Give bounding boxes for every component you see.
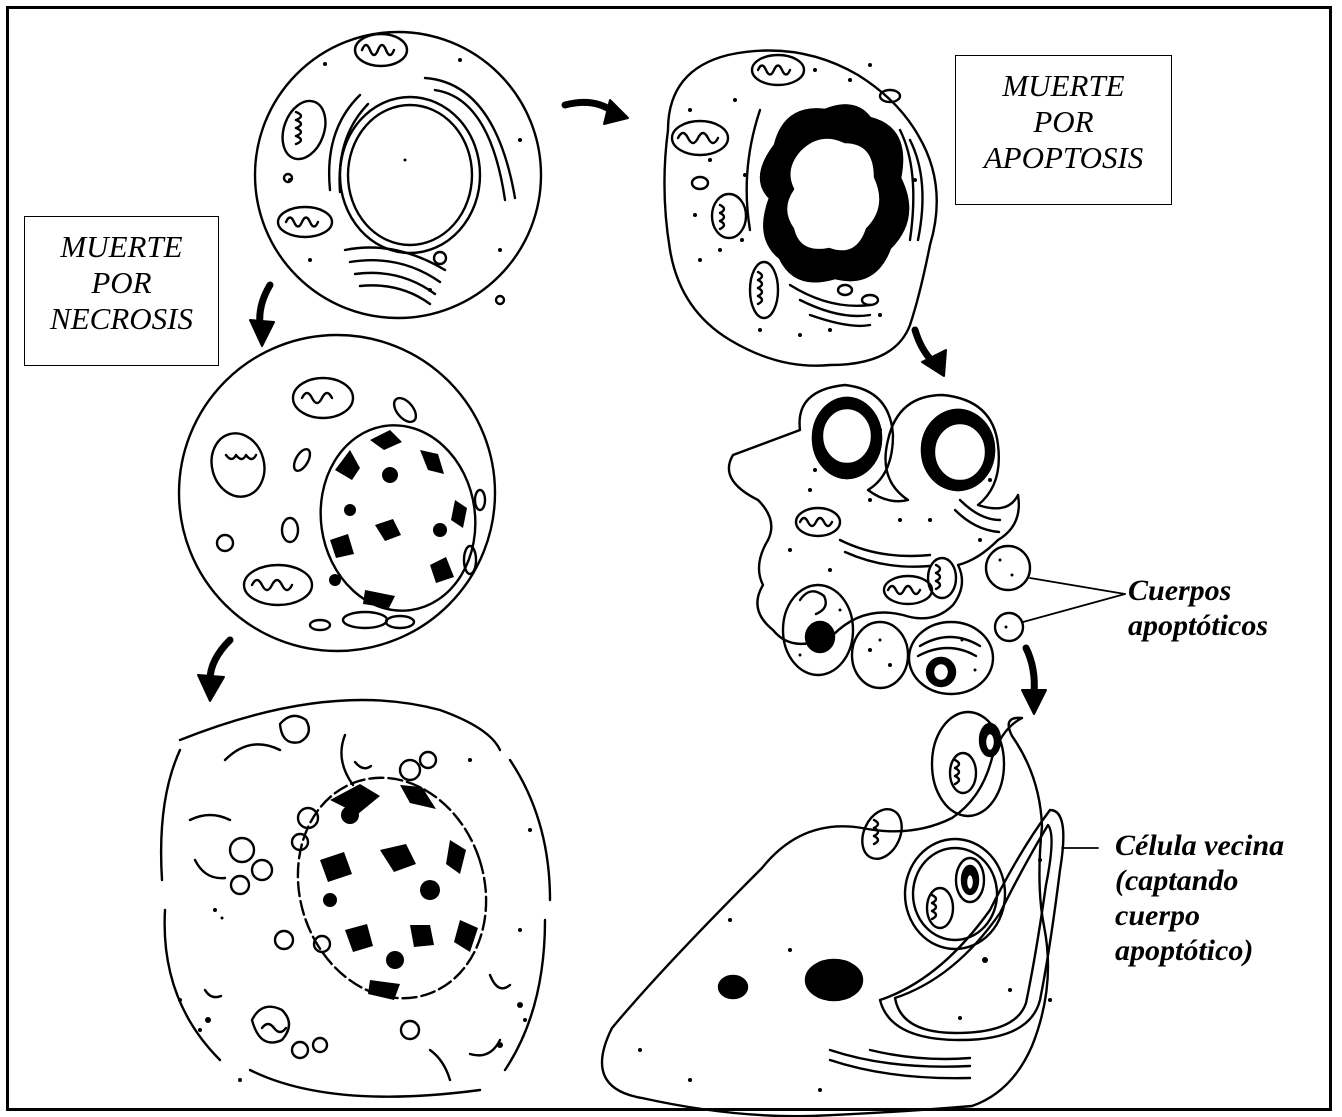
mitochondrion [884,576,932,604]
apoptosis-label-line: MUERTE [964,68,1163,104]
mitochondrion [355,34,407,66]
rough-er [870,1050,970,1059]
normal-cell-nuclear-envelope [340,97,480,253]
apoptotic-body [995,613,1023,641]
mitochondrion [672,121,728,155]
arrow-icon [565,100,628,124]
mitochondrion [293,378,353,418]
neighbor-cell-membrane [602,718,1048,1116]
apoptosis-label-line: POR [964,104,1163,140]
ruptured-membrane-fragment [180,700,500,750]
neighbor-cell-label-line: apoptótico) [1115,933,1284,968]
mitochondrion [928,558,956,598]
vesicle [434,252,446,264]
cytoplasm-granules [288,58,522,292]
apoptotic-body [852,622,908,688]
apoptosis-label-box: MUERTE POR APOPTOSIS [955,55,1172,205]
neighbor-cell-nucleus [880,810,1063,1040]
phagosome [905,839,1005,949]
neighbor-cell-label: Célula vecina (captando cuerpo apoptótic… [1115,828,1284,968]
normal-cell [255,32,541,318]
mitochondrion [275,95,333,165]
bleb-nucleus [813,398,881,478]
apoptosis-fragmenting-cell [729,385,1030,694]
neighbor-cell-label-line: Célula vecina [1115,828,1284,863]
apoptotic-body [783,585,853,675]
neighbor-phagocytic-cell [602,712,1063,1116]
arrow-icon [198,640,230,701]
phagolysosome [806,960,862,1000]
ruptured-membrane-fragment [161,750,180,880]
apoptosis-label-line: APOPTOSIS [964,140,1163,176]
normal-cell-nucleus [348,105,472,245]
engulfed-apoptotic-body [932,712,1004,816]
mitochondrion [205,427,272,502]
leader-line [1030,578,1125,594]
rough-er [747,110,760,230]
necrosis-swollen-cell [179,335,495,651]
necrosis-ruptured-cell [161,700,550,1097]
mitochondrion [796,508,840,536]
arrow-icon [1022,648,1046,714]
lysosome [719,976,747,998]
mitochondrion [278,207,332,237]
ruptured-membrane-fragment [250,1070,480,1097]
necrosis-label-box: MUERTE POR NECROSIS [24,216,219,366]
condensed-chromatin-nucleus [761,106,908,282]
vesicle [496,296,504,304]
golgi-apparatus [345,248,445,305]
arrow-icon [915,330,946,376]
arrow-icon [250,285,274,346]
leader-line [1023,594,1125,622]
mitochondrion [750,262,778,318]
necrosis-label-line: MUERTE [33,229,210,265]
apoptotic-bodies-label: Cuerpos apoptóticos [1128,573,1268,643]
apoptotic-body [986,546,1030,590]
vesicle [284,174,292,182]
mitochondrion [712,194,746,238]
rough-er [830,1060,970,1078]
mitochondrion [752,55,804,85]
neighbor-cell-label-line: cuerpo [1115,898,1284,933]
apoptosis-shrunken-cell [664,51,936,366]
fragmented-chromatin-nucleus [270,753,514,1023]
necrosis-label-line: NECROSIS [33,301,210,337]
mitochondrion [244,565,312,605]
apoptotic-body [909,622,993,694]
ruptured-membrane-fragment [505,920,545,1070]
neighbor-cell-label-line: (captando [1115,863,1284,898]
apoptotic-bodies-label-line: apoptóticos [1128,608,1268,643]
mitochondrion [855,803,910,865]
ruptured-membrane-fragment [165,910,220,1060]
apoptotic-bodies-label-line: Cuerpos [1128,573,1268,608]
bleb-nucleus [922,410,994,490]
necrosis-label-line: POR [33,265,210,301]
